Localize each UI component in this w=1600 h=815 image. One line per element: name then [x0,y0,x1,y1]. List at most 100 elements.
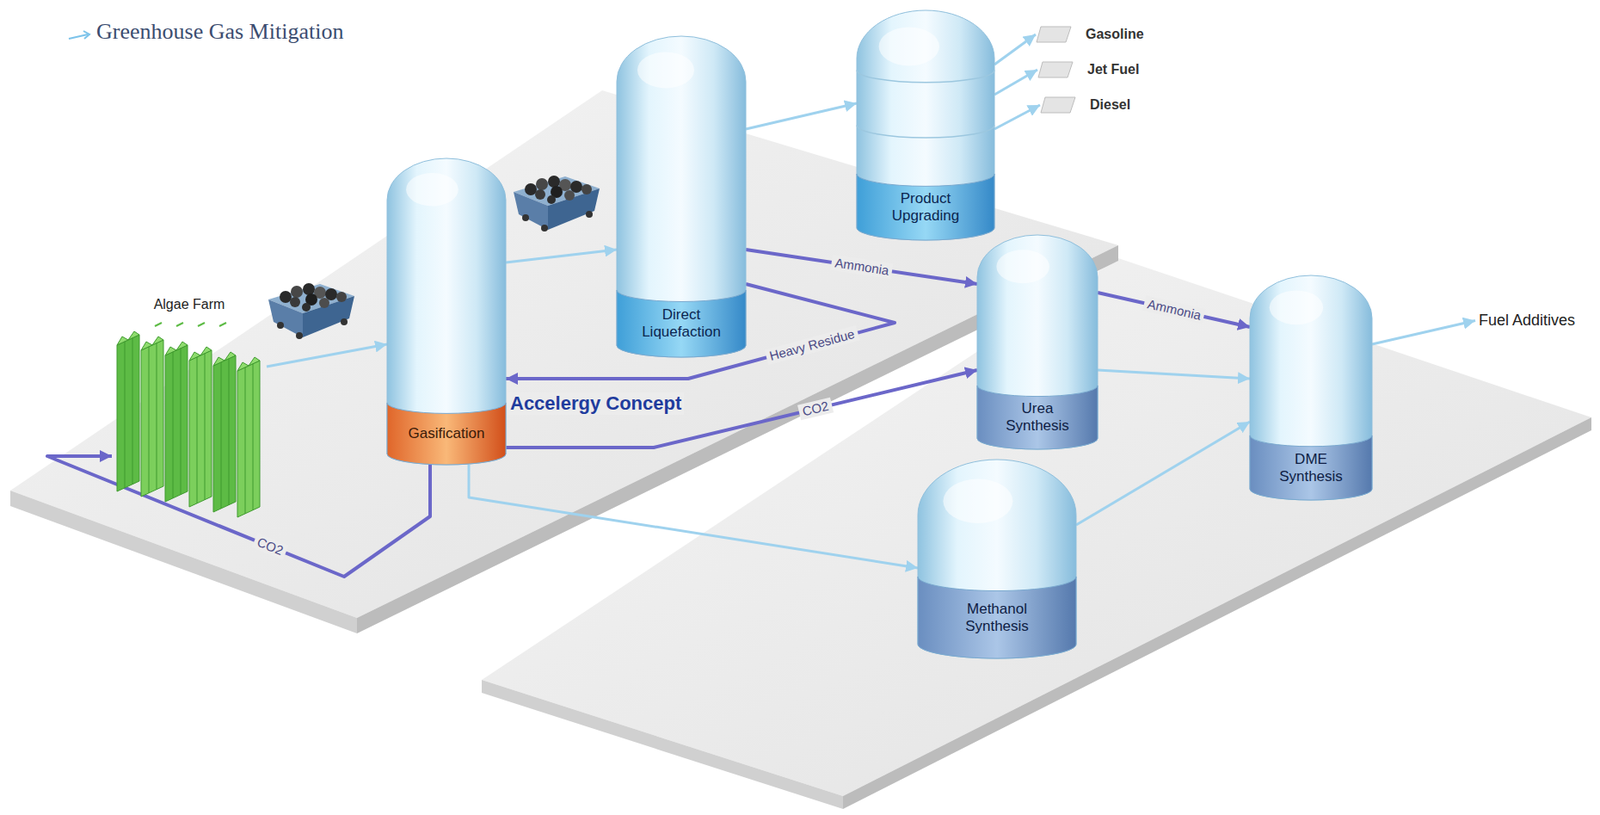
flow-connector [505,249,617,263]
flow-connector [266,344,388,367]
vessel-band [856,173,995,240]
flow-connector [745,103,857,130]
algae-panel-top [213,351,236,366]
coal-lump [301,302,311,312]
coal-lump [319,297,330,308]
flow-label: Heavy Residue [764,325,861,365]
vessel-label: Product Upgrading [856,190,995,224]
vessel-body [977,234,1098,450]
coal-lump [564,190,575,201]
vessel-band [917,576,1077,659]
cart-wheel [585,210,593,218]
algae-panel [189,350,212,507]
process-vessel: Product Upgrading [856,10,995,240]
product-swatch [1037,61,1074,79]
algae-ridge [180,348,182,495]
coal-lump [547,175,560,188]
algae-mark [154,322,162,327]
vessel-body [616,36,746,357]
process-vessel: Methanol Synthesis [917,459,1077,659]
algae-panels [111,296,267,530]
cart-wheel [340,318,348,326]
flow-connector [505,369,978,448]
coal-lump [279,290,292,303]
product-output: Jet Fuel [1037,61,1139,79]
vessel-label: DME Synthesis [1249,450,1373,485]
flow-connector [1097,292,1250,327]
algae-panel [237,360,260,517]
flow-connector [468,464,918,568]
product-output: Gasoline [1035,25,1145,44]
flow-connector [994,34,1036,65]
slab-side [481,679,844,809]
slab-side [843,417,1592,809]
vessel-band [1249,435,1373,500]
coal-lump [302,283,315,296]
flow-connector [1372,320,1476,345]
algae-panel-top [116,331,140,345]
vessel-highlight [637,51,695,88]
algae-panel-top [237,356,260,371]
vessel-body [387,158,506,465]
flow-connector [745,249,978,284]
vessel-band [387,402,506,465]
algae-mark [219,322,227,327]
vessel-band [977,385,1098,450]
coal-lump [289,296,301,308]
product-name: Fuel Additives [1475,309,1579,332]
concept-label: Accelergy Concept [507,392,684,415]
title-arrow [83,30,90,39]
node-heading: Algae Farm [111,296,267,313]
algae-ridge [228,358,230,505]
vessel-ring [856,69,995,82]
vessel-label: Direct Liquefaction [616,306,746,340]
process-vessel: DME Synthesis [1249,275,1373,500]
process-vessel: Gasification [387,158,506,465]
product-swatch-shape [1036,26,1071,43]
algae-ridge [252,363,254,511]
coal-cart [513,175,600,232]
algae-panel [213,355,236,512]
vessel-label: Gasification [387,424,506,443]
vessel-highlight [879,27,940,67]
product-swatch-shape [1038,61,1073,78]
algae-ridge [132,338,134,485]
algae-panel-top [141,336,164,351]
algae-panel-top [165,341,188,356]
algae-mark [197,322,205,327]
coal-lump [547,195,556,204]
flow-label: Ammonia [830,254,893,279]
algae-panel-top [189,346,212,361]
algae-mark [176,322,184,327]
flow-connector [1097,369,1250,379]
algae-ridge [221,362,222,509]
flow-connector [994,104,1040,130]
algae-panel [165,344,188,502]
algae-ridge [148,346,150,493]
coal-lump [524,183,537,196]
cart-wheel [541,224,548,232]
product-name: Gasoline [1085,26,1145,43]
algae-ridge [196,356,198,504]
product-output: Diesel [1040,96,1131,114]
product-swatch [1040,96,1077,114]
coal-lump [581,184,592,195]
product-swatch-shape [1040,97,1076,113]
vessel-label: Methanol Synthesis [917,600,1077,634]
product-swatch [1035,25,1072,44]
vessel-highlight [996,249,1050,284]
diagram-title: Greenhouse Gas Mitigation [96,18,344,45]
algae-farm: Algae Farm [111,296,267,530]
flow-label: CO2 [797,397,834,421]
process-vessel: Urea Synthesis [977,234,1098,450]
coal-cart [268,283,355,339]
coal-lump [336,291,347,302]
flow-label: CO2 [251,532,289,560]
vessel-body [917,459,1077,659]
algae-ridge [245,367,247,514]
coal-lump [535,189,546,200]
product-name: Jet Fuel [1087,61,1139,78]
cart-wheel [522,214,530,222]
vessel-highlight [406,172,459,207]
flow-connector [1076,421,1250,525]
